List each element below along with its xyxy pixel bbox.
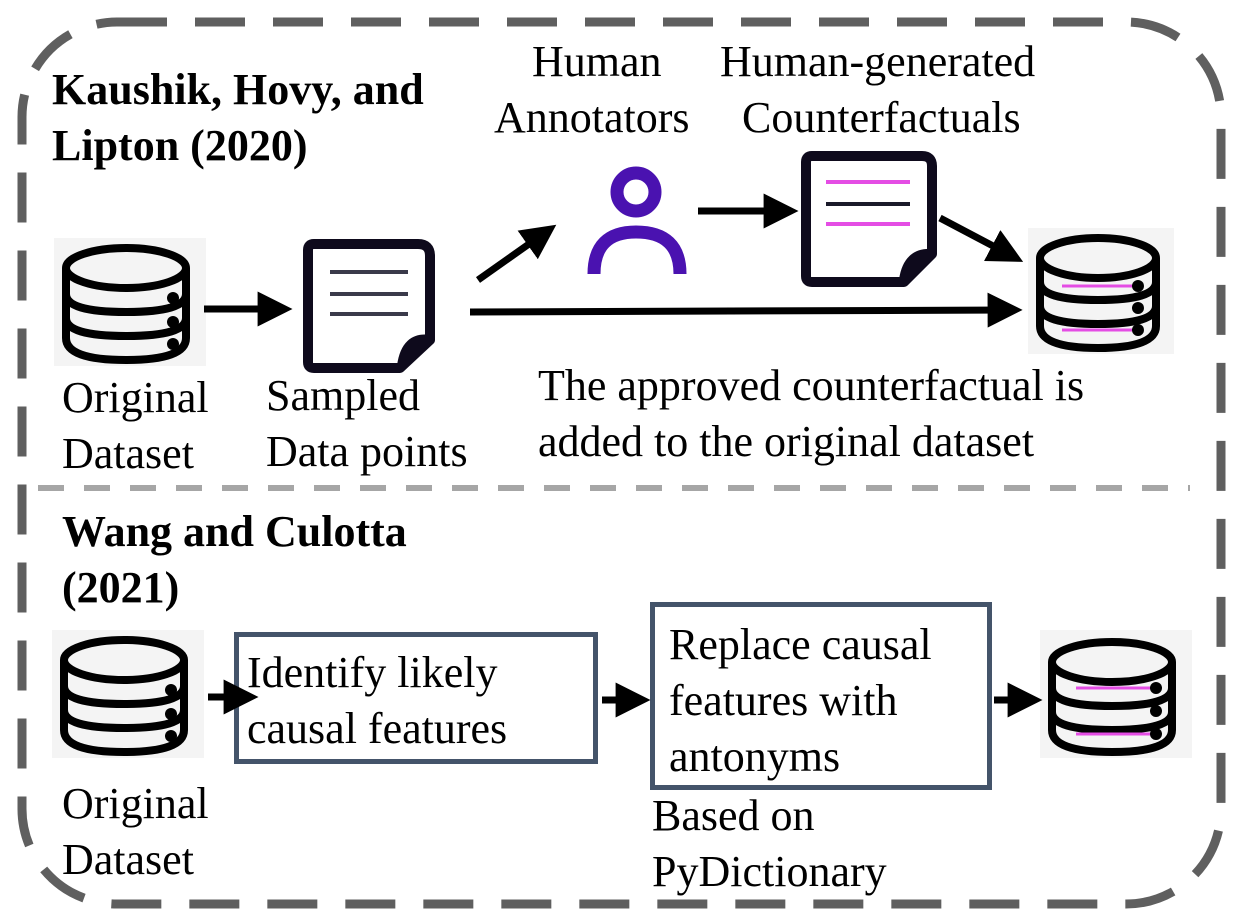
bottom-section-title-line2: (2021) [62,563,180,612]
annotators-label-line2: Annotators [494,93,690,142]
bottom-section-title-line1: Wang and Culotta [62,507,407,556]
top-caption-line2: added to the original dataset [538,417,1035,466]
bottom-augmented-dataset-node [1040,630,1192,758]
top-section-title-line1: Kaushik, Hovy, and [52,65,424,114]
annotators-label-line1: Human [532,37,662,86]
arrow-sampled-to-augmented [469,292,1023,328]
bottom-original-dataset-label-line1: Original [62,779,209,828]
replace-box-line3: antonyms [669,732,841,781]
identify-box-line2: causal features [247,704,508,753]
database-highlighted-icon [1036,234,1160,353]
arrow-sampled-to-annotators [475,224,557,283]
sampled-data-label-line1: Sampled [266,371,420,420]
database-highlighted-icon [1048,638,1176,757]
top-original-dataset-node [54,238,206,366]
human-annotator-person-icon [587,166,687,275]
database-icon [60,636,188,757]
top-original-dataset-label-line2: Dataset [62,429,194,478]
identify-causal-features-box: Identify likely causal features [234,632,598,764]
replace-box-line1: Replace causal [669,620,932,669]
replace-box-line2: features with [669,676,898,725]
counterfactual-document-icon [801,151,937,287]
arrow-counterfactuals-to-augmented [938,214,1024,262]
sampled-data-label-line2: Data points [266,427,468,476]
replace-note-line2: PyDictionary [652,847,887,896]
top-original-dataset-label-line1: Original [62,373,209,422]
top-augmented-dataset-node [1028,228,1174,354]
outer-dashed-border [17,17,1226,909]
bottom-original-dataset-label-line2: Dataset [62,835,194,884]
identify-box-line1: Identify likely [247,648,498,697]
counterfactuals-label-line2: Counterfactuals [742,93,1021,142]
sampled-data-document-icon [303,239,435,373]
replace-note-line1: Based on [652,791,815,840]
bottom-original-dataset-node [52,630,204,758]
top-caption-line1: The approved counterfactual is [538,361,1085,410]
replace-with-antonyms-box: Replace causal features with antonyms [650,602,992,790]
counterfactuals-label-line1: Human-generated [720,37,1036,86]
top-section-title-line2: Lipton (2020) [52,121,308,170]
database-icon [62,244,190,365]
